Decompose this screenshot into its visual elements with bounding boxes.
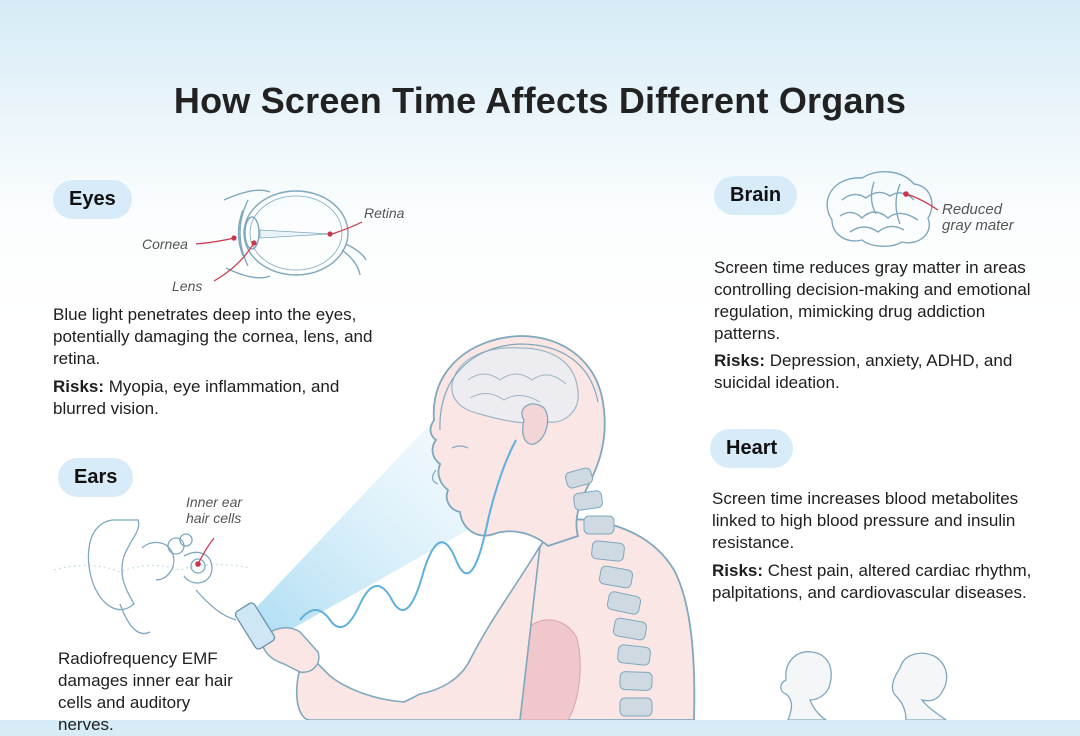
brain-icon xyxy=(826,171,933,247)
reduced-gray-matter-label: Reduced gray mater xyxy=(942,201,1014,234)
page-title: How Screen Time Affects Different Organs xyxy=(173,80,907,121)
ears-pill: Ears xyxy=(58,458,134,497)
heart-description: Screen time increases blood metabolites … xyxy=(712,489,1019,552)
phone xyxy=(234,602,276,650)
heart-pill: Heart xyxy=(710,429,794,468)
inner-ear-label: Inner ear hair cells xyxy=(186,494,243,526)
eye-anatomy-icon xyxy=(223,189,367,279)
emf-wave xyxy=(299,439,517,629)
lens-label: Lens xyxy=(172,278,203,294)
brain-risks: Risks: Depression, anxiety, ADHD, and su… xyxy=(714,351,1013,392)
cornea-label: Cornea xyxy=(142,236,188,252)
eye-callout-dots xyxy=(231,231,333,246)
brain-description: Screen time reduces gray matter in areas… xyxy=(714,258,1031,343)
retina-label: Retina xyxy=(364,205,405,221)
brain-pill: Brain xyxy=(714,176,798,215)
screen-light-beam xyxy=(252,422,486,640)
eyes-risks: Risks: Myopia, eye inflammation, and blu… xyxy=(53,377,340,418)
heart-risks: Risks: Chest pain, altered cardiac rhyth… xyxy=(712,561,1032,602)
person-with-phone-illustration xyxy=(234,335,696,720)
eyes-pill: Eyes xyxy=(53,180,132,219)
posture-icons xyxy=(780,651,948,720)
eyes-description: Blue light penetrates deep into the eyes… xyxy=(53,305,373,368)
eye-callouts xyxy=(195,221,363,282)
ear-anatomy-icon xyxy=(53,519,251,635)
spine xyxy=(564,467,653,717)
illustration-layer xyxy=(53,171,948,720)
ears-description: Radiofrequency EMF damages inner ear hai… xyxy=(58,649,233,734)
